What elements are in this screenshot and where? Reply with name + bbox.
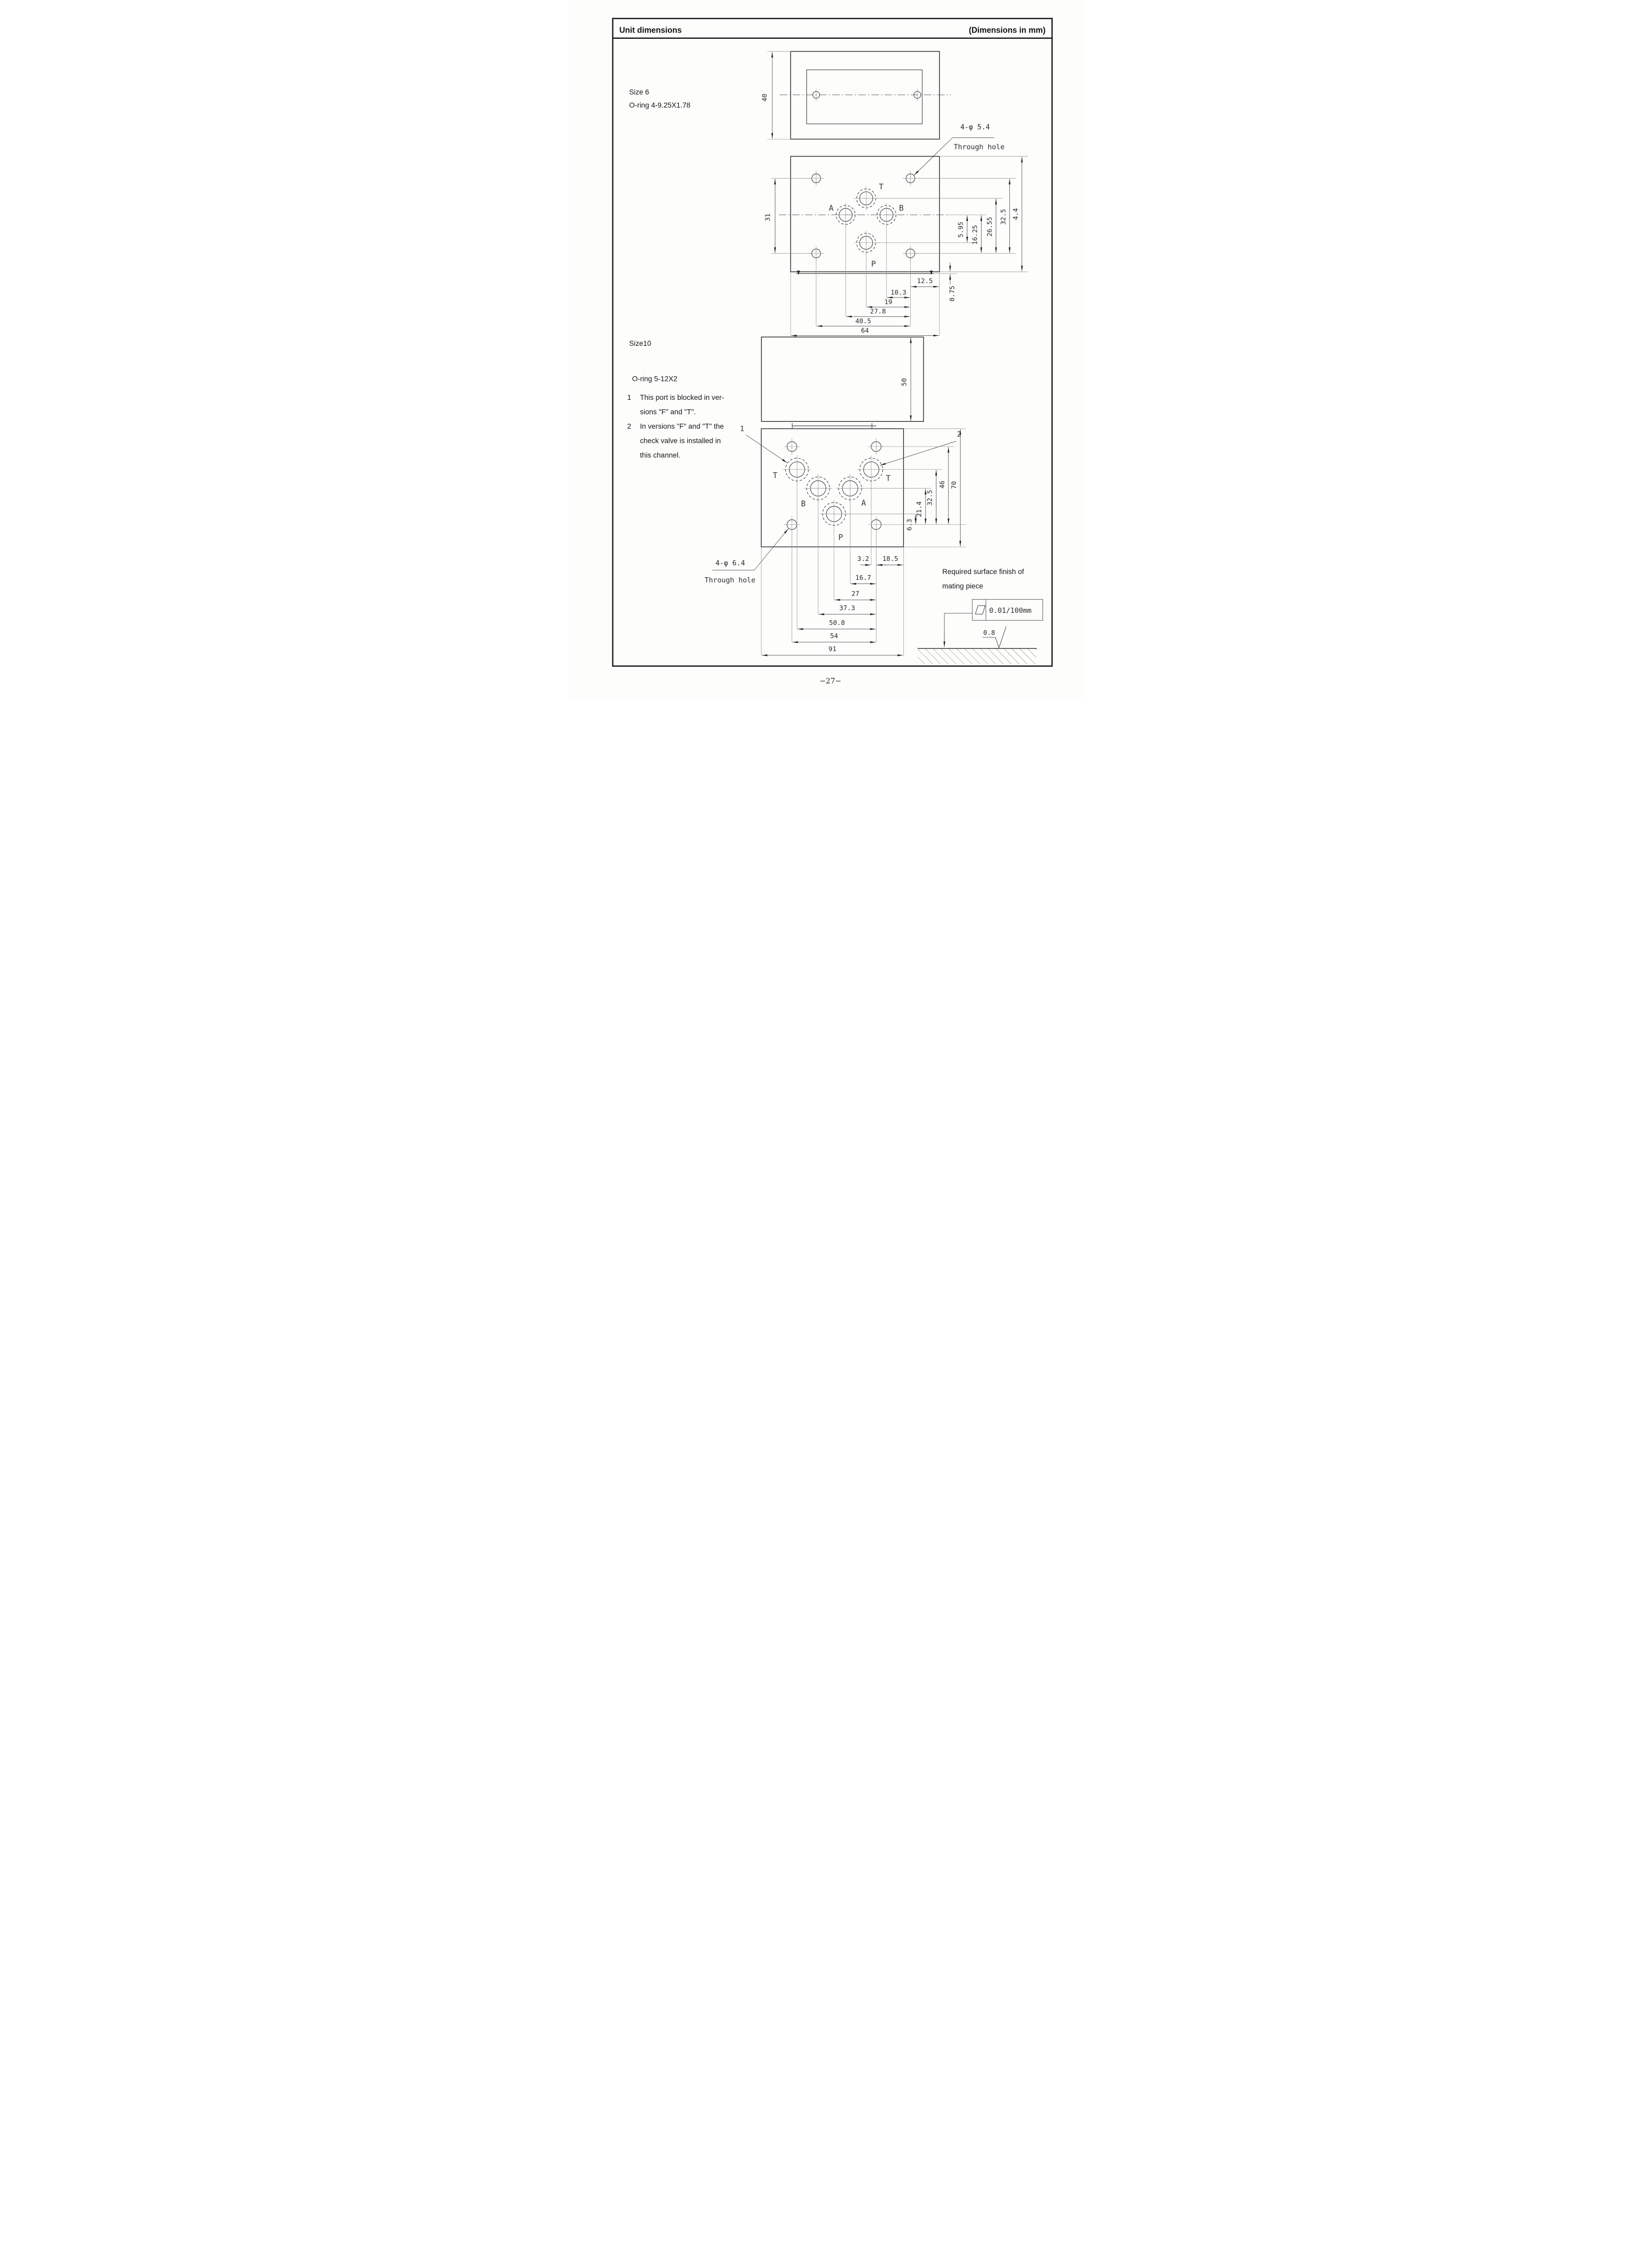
size10-oring: O-ring 5-12X2	[632, 375, 677, 383]
size6-face-view: A B T P 31	[763, 156, 947, 275]
size6-dim-16-25: 16.25	[971, 225, 978, 245]
document-page: Unit dimensions (Dimensions in mm) Size …	[568, 0, 1084, 700]
note1-line1: This port is blocked in ver-	[640, 394, 723, 401]
size10-hole-callout-note: Through hole	[704, 577, 755, 585]
size10-dim-16-7: 16.7	[855, 573, 871, 581]
page-number: −27−	[819, 677, 841, 686]
size10-dim-18-5: 18.5	[882, 555, 898, 562]
size6-dim-27-8: 27.8	[870, 307, 886, 315]
size10-port-a-label: A	[861, 498, 866, 507]
size10-dim-46: 46	[937, 481, 945, 488]
size10-port-p	[819, 500, 848, 528]
size6-top-view: 40	[760, 51, 951, 140]
size10-hole-callout: 4-φ 6.4 Through hole	[704, 528, 788, 585]
surface-finish-section: Required surface finish of mating piece …	[917, 568, 1043, 664]
size6-dim-12-5: 12.5	[916, 277, 932, 285]
size6-dim-10-3: 10.3	[890, 288, 906, 296]
size6-dim-19: 19	[884, 298, 892, 306]
size10-label: Size10	[629, 339, 651, 347]
size6-port-a-label: A	[828, 204, 833, 213]
size10-dim-3-2: 3.2	[857, 555, 869, 562]
size6-dim-64: 64	[861, 326, 869, 334]
page-title: Unit dimensions	[619, 26, 681, 35]
size10-screw-hole-bl	[783, 516, 800, 533]
size6-dim-44: 4.4	[1011, 208, 1019, 220]
size10-port-t-right	[857, 455, 886, 484]
note2-number: 2	[627, 422, 631, 430]
size10-dim-37-3: 37.3	[839, 604, 855, 612]
size6-dim-40-5: 40.5	[855, 317, 871, 325]
size10-port-b-label: B	[801, 499, 805, 508]
size10-top-view: 50	[761, 336, 924, 429]
size6-offset-dim: 0.75	[947, 285, 955, 301]
mating-surface	[917, 647, 1037, 664]
size10-hole-callout-spec: 4-φ 6.4	[715, 560, 745, 568]
roughness-value: 0.8	[983, 629, 995, 636]
size10-port-a	[836, 474, 864, 503]
size10-port-t-left	[782, 455, 811, 484]
size6-right-dims: 5.95 16.25 26.55 32.5 4.4 0.75	[876, 156, 1028, 302]
note2-line3: this channel.	[640, 451, 680, 459]
size10-port-tright-label: T	[886, 473, 890, 483]
size6-port-p-label: P	[871, 259, 876, 269]
size6-port-b	[874, 203, 899, 227]
size6-row-dim: 31	[763, 214, 771, 221]
size6-oring: O-ring 4-9.25X1.78	[629, 101, 690, 109]
size10-callout-2: 2	[957, 431, 961, 439]
flatness-frame: 0.01/100mm	[972, 599, 1043, 621]
size10-right-dims: 6.3 21.4 32.5 46 70	[845, 428, 966, 547]
size10-dim-91: 91	[828, 645, 836, 653]
size10-callout-1: 1	[740, 425, 744, 433]
size6-top-depth-dim: 40	[760, 94, 768, 102]
size6-bottom-dims: 12.5 10.3 19 27.8 40.5 64	[790, 224, 940, 337]
size10-screw-hole-tl	[783, 438, 800, 455]
size6-dim-32-5: 32.5	[999, 209, 1007, 225]
note2-line1: In versions "F" and "T" the	[640, 422, 723, 430]
size6-top-screw-hole-right	[913, 88, 921, 101]
size6-hole-callout-spec: 4-φ 5.4	[960, 123, 990, 131]
size10-dim-32-5: 32.5	[925, 490, 933, 506]
flatness-value: 0.01/100mm	[989, 607, 1031, 615]
size10-port-b	[804, 474, 832, 503]
surface-finish-title-line1: Required surface finish of	[942, 568, 1024, 576]
size6-port-t	[854, 186, 878, 210]
size10-top-depth-dim: 50	[900, 378, 908, 386]
size6-dim-26-55: 26.55	[985, 217, 993, 237]
size10-dim-21-4: 21.4	[915, 501, 923, 517]
surface-finish-title-line2: mating piece	[942, 582, 983, 590]
units-note: (Dimensions in mm)	[968, 26, 1045, 35]
size10-dim-50-8: 50.8	[829, 619, 845, 626]
size10-notes: 1 This port is blocked in ver- sions "F"…	[627, 394, 724, 459]
size10-dim-70: 70	[950, 481, 957, 489]
size6-label: Size 6	[629, 88, 649, 96]
note1-line2: sions "F" and "T".	[640, 408, 696, 416]
size6-port-a	[833, 203, 858, 227]
size6-hole-callout: 4-φ 5.4 Through hole	[913, 123, 1004, 176]
size6-port-b-label: B	[899, 204, 903, 213]
size6-port-t-label: T	[879, 182, 883, 192]
roughness-mark: 0.8	[982, 626, 1006, 649]
size6-port-p	[854, 230, 878, 255]
size6-top-screw-hole-left	[812, 88, 820, 101]
technical-drawing-sheet: Unit dimensions (Dimensions in mm) Size …	[612, 17, 1053, 686]
size6-hole-callout-note: Through hole	[953, 144, 1004, 152]
size10-dim-27: 27	[851, 589, 859, 597]
size10-bottom-dims: 3.2 18.5 16.7 27 37.3 50.8 54 91	[761, 483, 904, 656]
note1-number: 1	[627, 394, 631, 401]
size10-port-p-label: P	[838, 533, 843, 542]
size10-port-tleft-label: T	[772, 471, 777, 480]
note2-line2: check valve is installed in	[640, 437, 720, 445]
flatness-icon	[975, 605, 986, 614]
size6-dim-5-95: 5.95	[956, 222, 964, 238]
size10-dim-6-3: 6.3	[905, 519, 913, 531]
size10-face-view: 1 2	[740, 425, 961, 548]
size10-dim-54: 54	[830, 632, 838, 640]
page-frame	[612, 17, 1053, 667]
